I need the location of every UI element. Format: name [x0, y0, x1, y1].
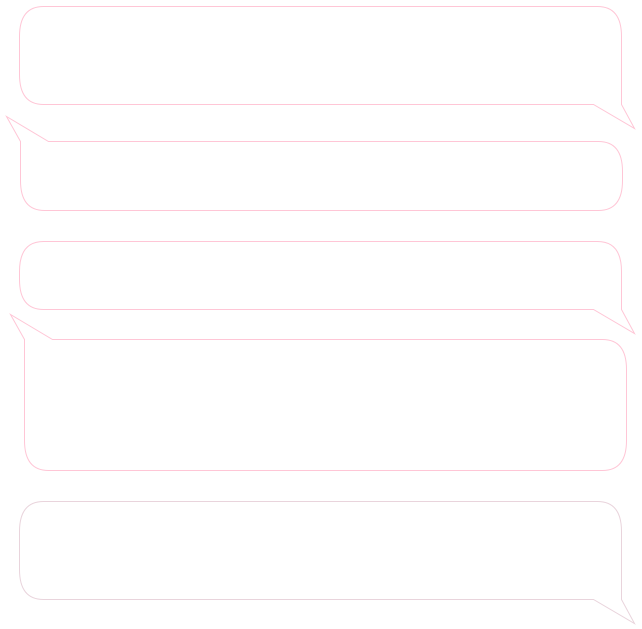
speech-bubble-2: [5, 115, 623, 211]
speech-bubble-4: [9, 313, 627, 471]
speech-bubble-5: [19, 501, 636, 625]
speech-bubble-1: [19, 6, 636, 130]
speech-bubble-3: [19, 241, 636, 335]
